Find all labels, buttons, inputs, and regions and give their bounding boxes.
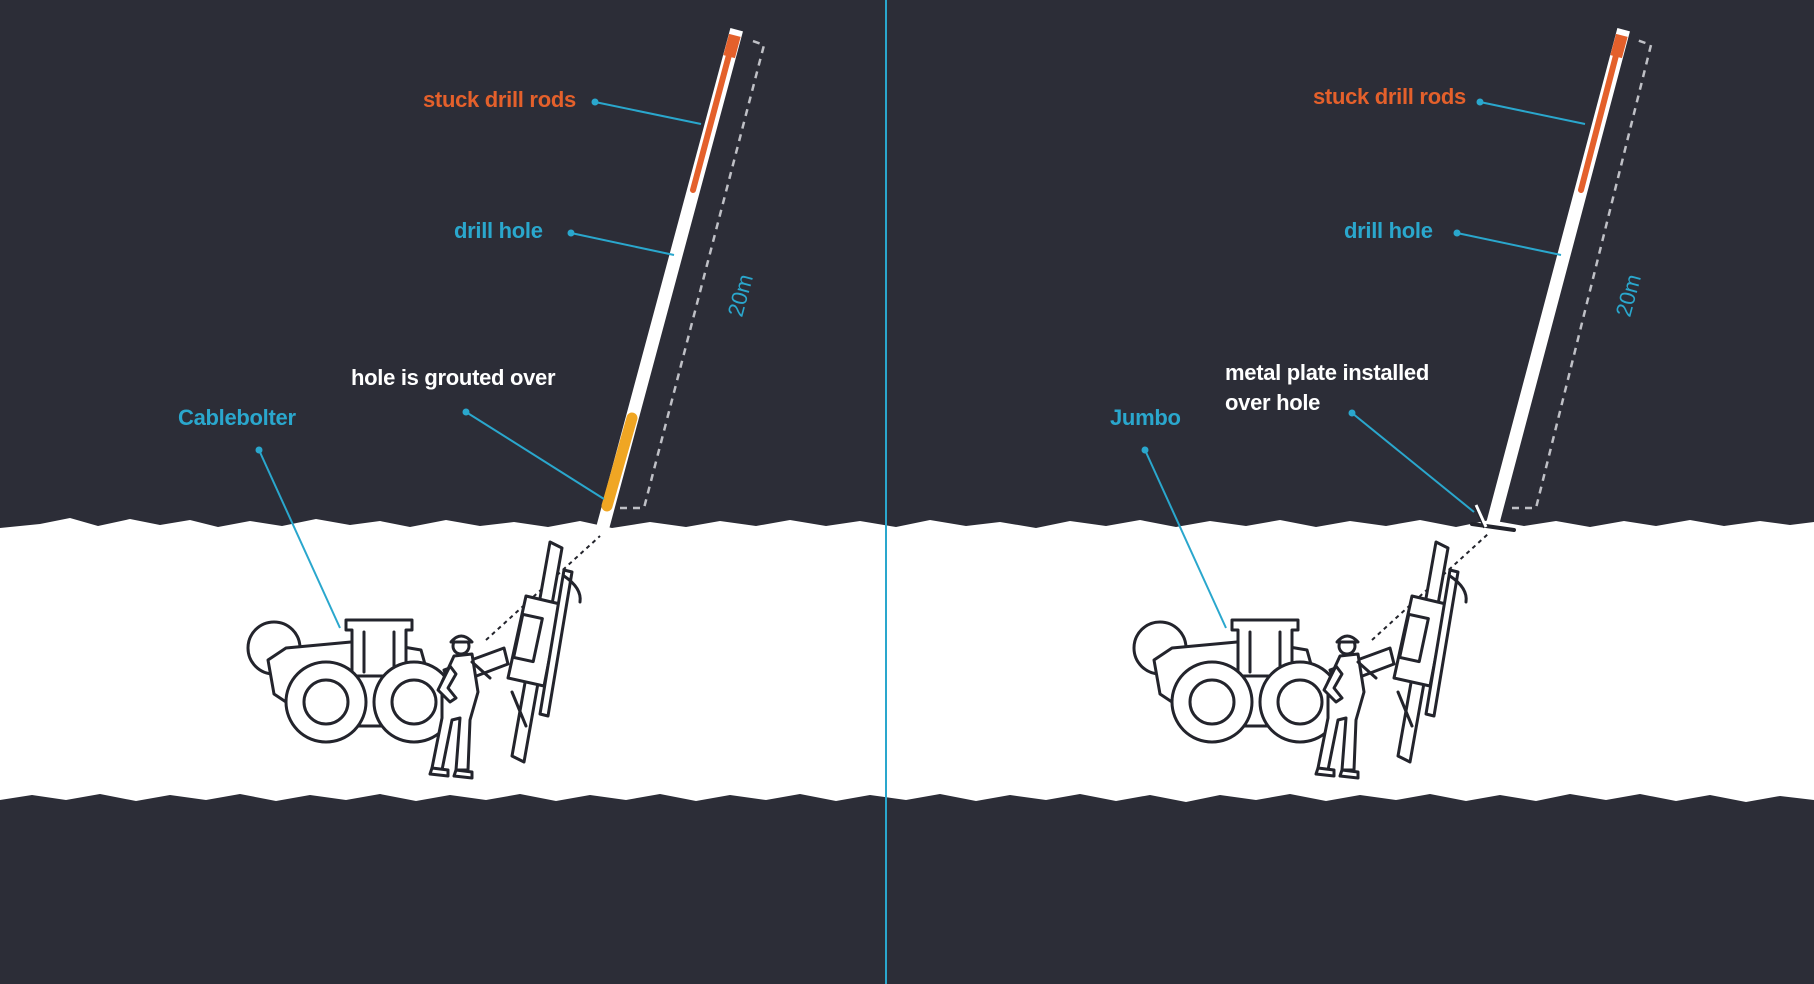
metal-plate-icon [1470, 504, 1516, 532]
left-stuck-rods-label: stuck drill rods [423, 87, 576, 112]
right-sight-line [1371, 533, 1489, 641]
right-machine-label: Jumbo [1110, 405, 1181, 430]
left-machine-label: Cablebolter [178, 405, 296, 430]
left-mitigation-label: hole is grouted over [351, 365, 556, 390]
left-panel: 20m stuck drill rods drill hole hole is … [178, 28, 766, 780]
right-stuck-rods [1578, 37, 1623, 193]
left-drill-hole-label: drill hole [454, 218, 543, 243]
right-rod-bit [1610, 33, 1628, 59]
right-stuck-rods-label: stuck drill rods [1313, 84, 1466, 109]
right-drill-hole-label: drill hole [1344, 218, 1433, 243]
right-length-dimension [1512, 38, 1653, 510]
left-sight-line [485, 535, 601, 641]
left-length-dimension [620, 38, 766, 510]
right-mitigation-label-line2: over hole [1225, 390, 1320, 415]
right-mitigation-label-line1: metal plate installed [1225, 360, 1429, 385]
left-rod-bit [723, 33, 741, 59]
tunnel-opening [0, 518, 1814, 802]
right-panel: 20m stuck drill rods drill hole metal pl… [1110, 28, 1653, 780]
left-grout-plug [601, 412, 638, 512]
left-stuck-rods [690, 37, 736, 193]
